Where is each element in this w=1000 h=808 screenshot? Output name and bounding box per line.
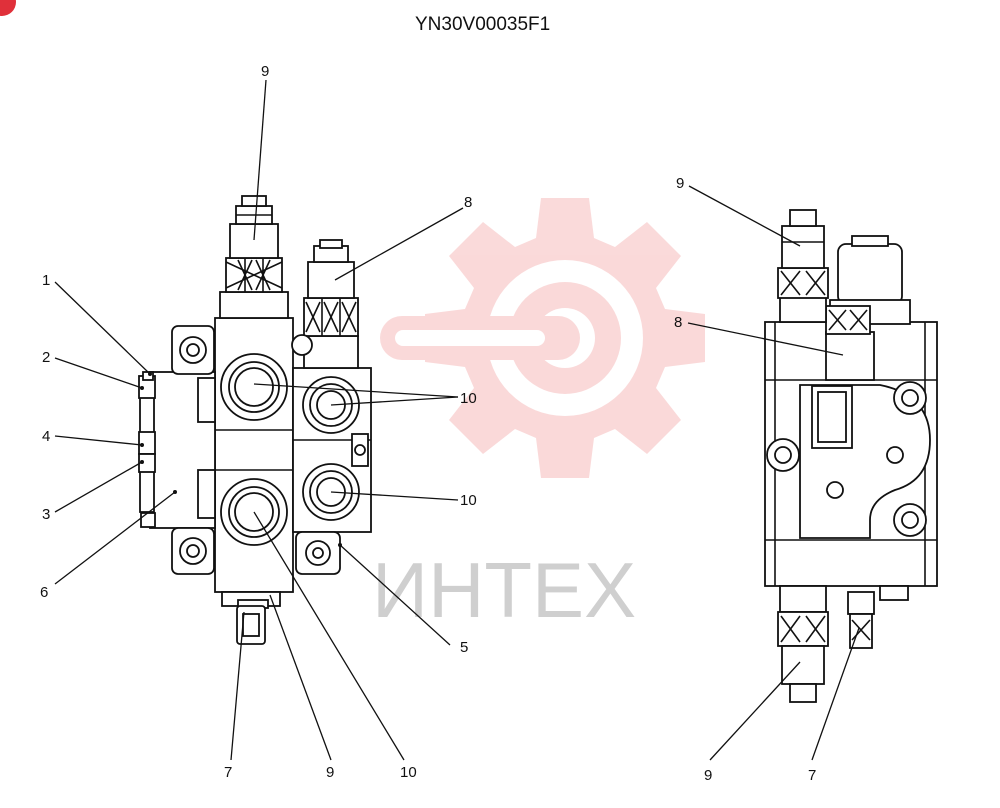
callout-7-right: 7 bbox=[808, 767, 816, 784]
callout-10-bottom: 10 bbox=[400, 764, 417, 781]
valve-front-view bbox=[138, 195, 372, 645]
callout-3: 3 bbox=[42, 506, 50, 523]
valve-side-view bbox=[764, 209, 938, 703]
callout-1: 1 bbox=[42, 272, 50, 289]
leader-lines bbox=[54, 79, 860, 761]
callout-5: 5 bbox=[460, 639, 468, 656]
callout-8-left: 8 bbox=[464, 194, 472, 211]
callout-10-upper: 10 bbox=[460, 390, 477, 407]
callout-10-lower: 10 bbox=[460, 492, 477, 509]
callout-9-top: 9 bbox=[261, 63, 269, 80]
callout-6: 6 bbox=[40, 584, 48, 601]
callout-8-right: 8 bbox=[674, 314, 682, 331]
callout-9-right-bottom: 9 bbox=[704, 767, 712, 784]
watermark-gear-logo bbox=[380, 198, 705, 478]
corner-badge-icon bbox=[0, 0, 16, 16]
callout-9-bottom-left: 9 bbox=[326, 764, 334, 781]
watermark-text: ИНТЕХ bbox=[372, 546, 636, 634]
callout-2: 2 bbox=[42, 349, 50, 366]
callout-labels: 1 2 4 3 6 5 9 8 10 10 7 9 10 9 8 9 7 bbox=[40, 63, 816, 784]
callout-7-left: 7 bbox=[224, 764, 232, 781]
page-title: YN30V00035F1 bbox=[415, 14, 550, 35]
callout-4: 4 bbox=[42, 428, 50, 445]
callout-9-right-top: 9 bbox=[676, 175, 684, 192]
